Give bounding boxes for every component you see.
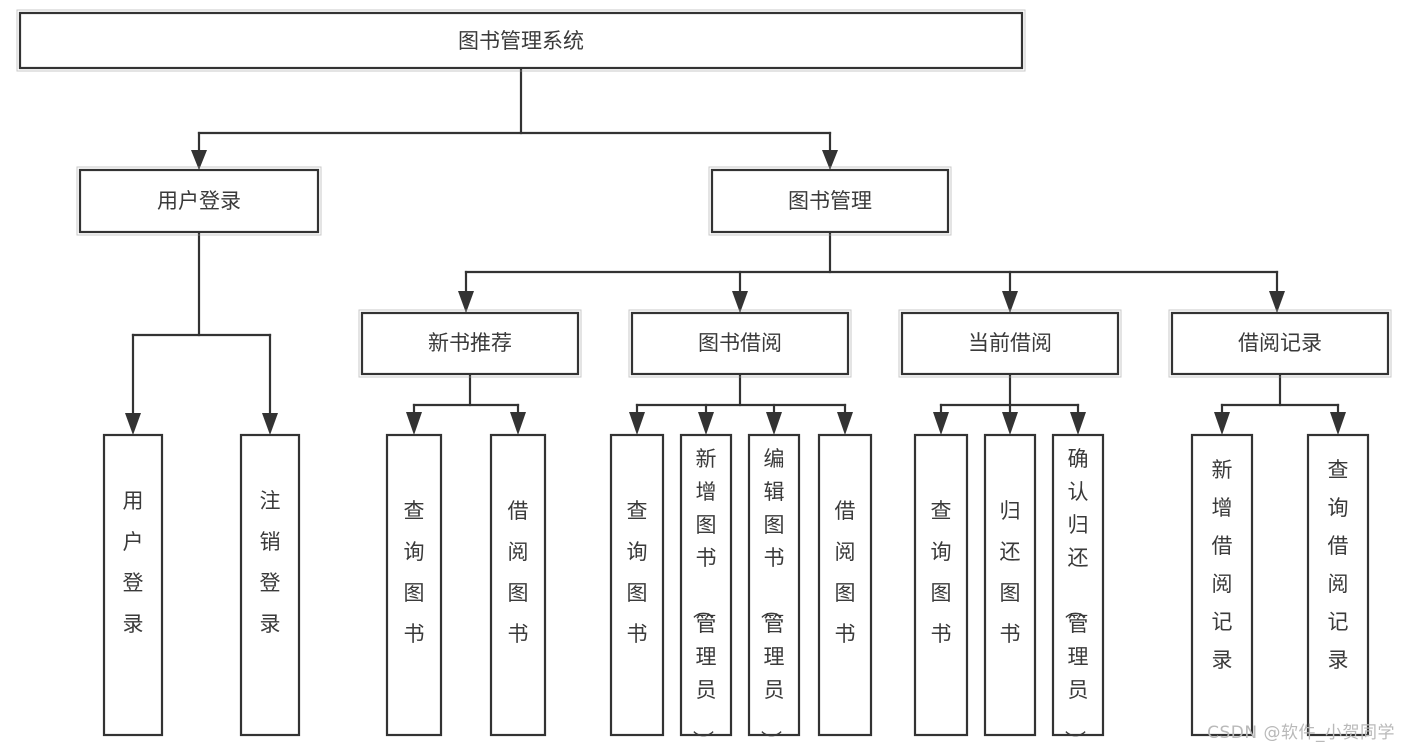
node-new-book-recommend-shadow xyxy=(358,309,582,378)
node-current-borrow[interactable]: 当前借阅 xyxy=(898,309,1122,378)
node-leaf-add-book[interactable]: 新增图书（管理员） xyxy=(679,433,733,747)
node-leaf-add-record[interactable]: 新增借阅记录 xyxy=(1190,433,1254,737)
node-leaf-borrow-book-2-label: 借阅图书 xyxy=(835,499,856,646)
arrow-head-borrow-record xyxy=(1269,291,1285,313)
arrow-head-leaf-borrow-book-1 xyxy=(510,412,526,435)
node-leaf-logout-login-box[interactable] xyxy=(239,433,301,737)
arrow-head-new-book-recommend xyxy=(458,291,474,313)
arrow-head-current-borrow xyxy=(1002,291,1018,313)
node-leaf-edit-book-label: 编辑图书（管理员） xyxy=(759,447,785,747)
node-borrow-record-shadow xyxy=(1168,309,1392,378)
node-leaf-confirm-return-box[interactable] xyxy=(1051,433,1105,737)
node-leaf-add-book-label: 新增图书（管理员） xyxy=(691,447,717,747)
connector-layer xyxy=(125,66,1346,435)
node-leaf-borrow-book-2-box[interactable] xyxy=(817,433,873,737)
node-book-management-shadow xyxy=(708,166,952,236)
node-book-management[interactable]: 图书管理 xyxy=(708,166,952,236)
node-leaf-query-book-1-label: 查询图书 xyxy=(404,499,425,646)
arrow-head-book-management xyxy=(822,150,838,170)
node-current-borrow-box[interactable] xyxy=(900,311,1120,376)
node-borrow-record-label: 借阅记录 xyxy=(1238,331,1322,355)
node-leaf-add-record-label: 新增借阅记录 xyxy=(1212,458,1233,672)
node-leaf-query-book-3-label: 查询图书 xyxy=(931,499,952,646)
node-leaf-query-book-2-label: 查询图书 xyxy=(627,499,648,646)
node-root[interactable]: 图书管理系统 xyxy=(16,9,1026,72)
node-leaf-query-book-1-box[interactable] xyxy=(385,433,443,737)
arrow-head-leaf-query-book-3 xyxy=(933,412,949,435)
node-leaf-borrow-book-1-box[interactable] xyxy=(489,433,547,737)
arrow-head-leaf-logout-login xyxy=(262,413,278,435)
arrow-head-leaf-confirm-return xyxy=(1070,412,1086,435)
node-leaf-user-login-box[interactable] xyxy=(102,433,164,737)
leaf-node-group: 用户登录 注销登录 查询图书 借阅图书 查询图书 新增图书（管理员） xyxy=(102,433,1370,747)
node-book-borrow-shadow xyxy=(628,309,852,378)
node-leaf-logout-login-label: 注销登录 xyxy=(260,489,281,636)
arrow-head-leaf-query-book-1 xyxy=(406,412,422,435)
node-user-login-label: 用户登录 xyxy=(157,189,241,213)
node-current-borrow-label: 当前借阅 xyxy=(968,331,1052,355)
node-leaf-add-book-box[interactable] xyxy=(679,433,733,737)
node-leaf-return-book[interactable]: 归还图书 xyxy=(983,433,1037,737)
node-new-book-recommend-label: 新书推荐 xyxy=(428,331,512,355)
node-leaf-confirm-return[interactable]: 确认归还（管理员） xyxy=(1051,433,1105,747)
node-leaf-user-login-label: 用户登录 xyxy=(123,489,144,636)
node-root-shadow xyxy=(16,9,1026,72)
node-leaf-borrow-book-1[interactable]: 借阅图书 xyxy=(489,433,547,737)
node-user-login[interactable]: 用户登录 xyxy=(76,166,322,236)
arrow-head-leaf-borrow-book-2 xyxy=(837,412,853,435)
arrow-head-leaf-user-login xyxy=(125,413,141,435)
node-book-borrow-label: 图书借阅 xyxy=(698,331,782,355)
csdn-watermark: CSDN @软件_小贺同学 xyxy=(1207,723,1395,743)
arrow-head-leaf-query-record xyxy=(1330,412,1346,435)
arrow-head-leaf-edit-book xyxy=(766,412,782,435)
arrow-head-book-borrow xyxy=(732,291,748,313)
node-leaf-user-login[interactable]: 用户登录 xyxy=(102,433,164,737)
node-leaf-confirm-return-label: 确认归还（管理员） xyxy=(1063,447,1089,747)
node-leaf-query-book-3-box[interactable] xyxy=(913,433,969,737)
node-borrow-record-box[interactable] xyxy=(1170,311,1390,376)
arrow-head-leaf-return-book xyxy=(1002,412,1018,435)
node-leaf-query-book-1[interactable]: 查询图书 xyxy=(385,433,443,737)
node-leaf-query-record-label: 查询借阅记录 xyxy=(1328,458,1349,672)
node-leaf-query-book-2[interactable]: 查询图书 xyxy=(609,433,665,737)
node-root-box[interactable] xyxy=(18,11,1024,70)
node-new-book-recommend[interactable]: 新书推荐 xyxy=(358,309,582,378)
node-leaf-query-record-box[interactable] xyxy=(1306,433,1370,737)
node-user-login-box[interactable] xyxy=(78,168,320,234)
node-leaf-query-book-3[interactable]: 查询图书 xyxy=(913,433,969,737)
arrow-head-user-login xyxy=(191,150,207,170)
node-leaf-query-record[interactable]: 查询借阅记录 xyxy=(1306,433,1370,737)
node-leaf-return-book-box[interactable] xyxy=(983,433,1037,737)
node-book-management-label: 图书管理 xyxy=(788,189,872,213)
node-root-label: 图书管理系统 xyxy=(458,29,584,53)
node-leaf-return-book-label: 归还图书 xyxy=(1000,499,1021,646)
node-leaf-edit-book-box[interactable] xyxy=(747,433,801,737)
node-user-login-shadow xyxy=(76,166,322,236)
node-leaf-query-book-2-box[interactable] xyxy=(609,433,665,737)
node-new-book-recommend-box[interactable] xyxy=(360,311,580,376)
node-leaf-edit-book[interactable]: 编辑图书（管理员） xyxy=(747,433,801,747)
node-leaf-logout-login[interactable]: 注销登录 xyxy=(239,433,301,737)
node-book-borrow[interactable]: 图书借阅 xyxy=(628,309,852,378)
node-leaf-borrow-book-2[interactable]: 借阅图书 xyxy=(817,433,873,737)
arrow-head-leaf-query-book-2 xyxy=(629,412,645,435)
arrow-head-leaf-add-book xyxy=(698,412,714,435)
node-current-borrow-shadow xyxy=(898,309,1122,378)
node-leaf-borrow-book-1-label: 借阅图书 xyxy=(508,499,529,646)
node-borrow-record[interactable]: 借阅记录 xyxy=(1168,309,1392,378)
arrow-head-leaf-add-record xyxy=(1214,412,1230,435)
node-book-borrow-box[interactable] xyxy=(630,311,850,376)
node-leaf-add-record-box[interactable] xyxy=(1190,433,1254,737)
node-book-management-box[interactable] xyxy=(710,168,950,234)
